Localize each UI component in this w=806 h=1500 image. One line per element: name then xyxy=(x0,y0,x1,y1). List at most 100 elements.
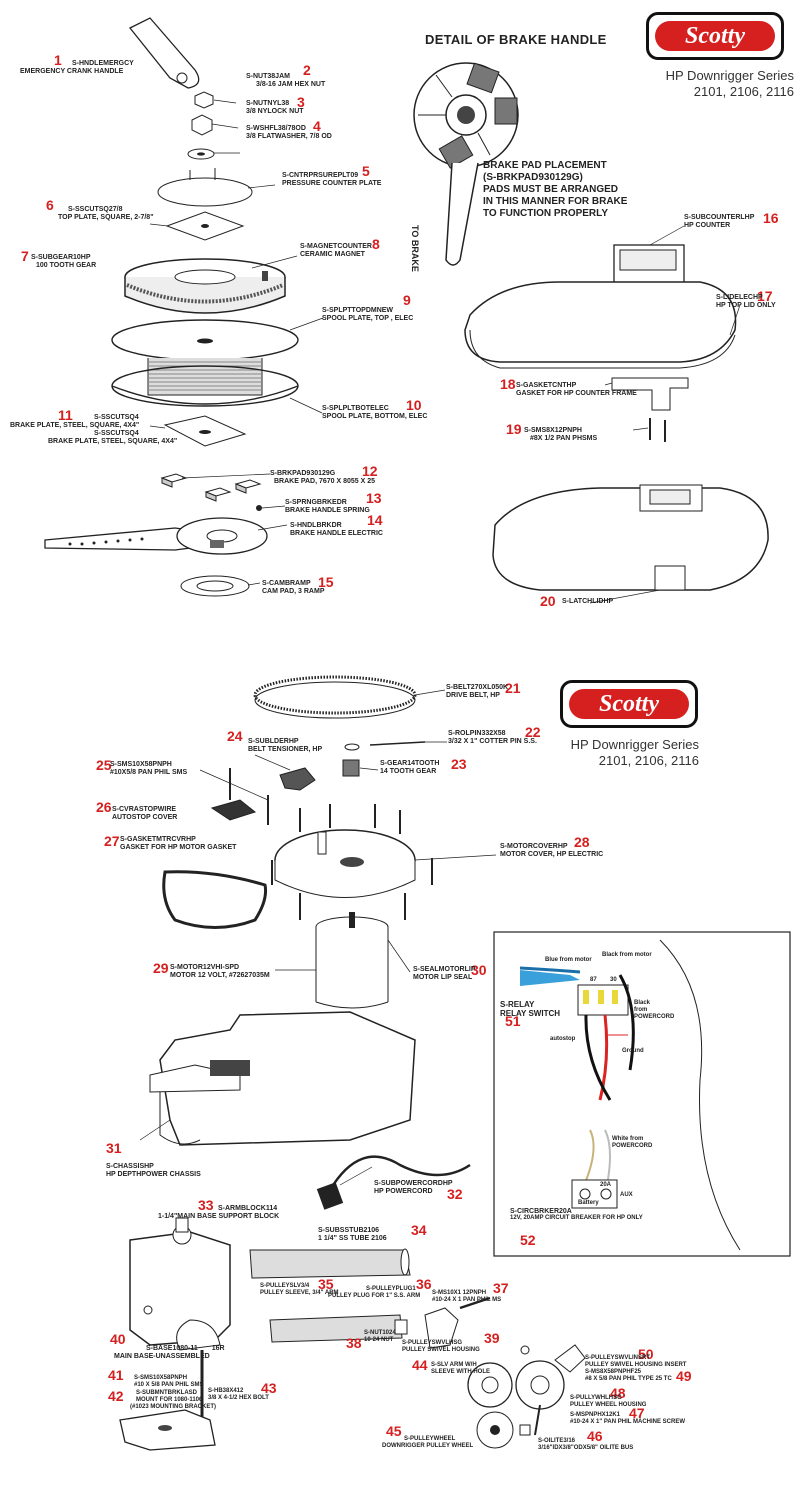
part-desc: HP DEPTHPOWER CHASSIS xyxy=(106,1171,201,1178)
part-label-52: S-CIRCBRKER20A 12V, 20AMP CIRCUIT BREAKE… xyxy=(510,1208,643,1222)
part-code: S-CHASSISHP xyxy=(106,1163,154,1170)
part-desc: 3/8 NYLOCK NUT xyxy=(246,108,304,115)
part-code: S-RELAY xyxy=(500,1000,535,1009)
part-desc: MAIN BASE-UNASSEMBLED xyxy=(114,1353,210,1360)
part-desc: PULLEY PLUG FOR 1" S.S. ARM xyxy=(328,1293,421,1299)
callout-23: 23 xyxy=(451,756,467,772)
part-desc: 100 TOOTH GEAR xyxy=(36,262,97,269)
callout-13: 13 xyxy=(366,490,382,506)
part-code: S-SPLPTTOPDMNEW xyxy=(322,307,394,314)
note-line: IN THIS MANNER FOR BRAKE xyxy=(483,196,628,207)
part-desc: 3/8-16 JAM HEX NUT xyxy=(256,81,326,88)
part-label-47: S-MSPNPHX12K1 #10-24 X 1" PAN PHIL MACHI… xyxy=(570,1412,685,1426)
callout-37: 37 xyxy=(493,1280,509,1296)
part-desc: SPOOL PLATE, TOP , ELEC xyxy=(322,315,414,322)
battery-label: Battery xyxy=(578,1200,599,1206)
part-label-50: S-PULLEYSWVLINSRT PULLEY SWIVEL HOUSING … xyxy=(585,1355,686,1383)
part-code: S-OILITE3/16 xyxy=(538,1438,576,1444)
part-desc: DOWNRIGGER PULLEY WHEEL xyxy=(382,1443,474,1449)
series-title-bottom: HP Downrigger Series 2101, 2106, 2116 xyxy=(571,737,699,769)
part-code: S-HNDLEMERGCY xyxy=(72,60,134,67)
part-code: S-SUBGEAR10HP xyxy=(31,254,91,261)
part-label-45: S-PULLEYWHEEL DOWNRIGGER PULLEY WHEEL xyxy=(382,1436,473,1450)
part-label-42: S-SUBMNTBRKLASD MOUNT FOR 1080-1106 (#10… xyxy=(130,1390,216,1411)
callout-24: 24 xyxy=(227,728,243,744)
callout-44: 44 xyxy=(412,1357,428,1373)
note-line: (S-BRKPAD930129G) xyxy=(483,172,583,183)
part-code: S-SPRNGBRKEDR xyxy=(285,499,347,506)
callout-40: 40 xyxy=(110,1331,126,1347)
part-desc: BRAKE HANDLE SPRING xyxy=(285,507,370,514)
part-desc: 10-24 NUT xyxy=(364,1337,394,1343)
part-desc: SPOOL PLATE, BOTTOM, ELEC xyxy=(322,413,428,420)
part-desc: CAM PAD, 3 RAMP xyxy=(262,588,325,595)
part-code: S-MOTORCOVERHP xyxy=(500,843,568,850)
part-label-38: S-NUT1024 10-24 NUT xyxy=(364,1330,396,1344)
callout-5: 5 xyxy=(362,163,370,179)
part-label-18: S-GASKETCNTHP GASKET FOR HP COUNTER FRAM… xyxy=(516,382,637,398)
black-cord-text: Black from POWERCORD xyxy=(634,1000,675,1020)
callout-49: 49 xyxy=(676,1368,692,1384)
part-code: S-CNTRPRSUREPLT09 xyxy=(282,172,359,179)
part-code: S-ROLPIN332X58 xyxy=(448,730,506,737)
part-desc: EMERGENCY CRANK HANDLE xyxy=(20,68,124,75)
part-label-5: S-CNTRPRSUREPLT09 PRESSURE COUNTER PLATE xyxy=(282,172,381,188)
part-desc: 14 TOOTH GEAR xyxy=(380,768,437,775)
part-label-25: S-SMS10X58PNPH #10X5/8 PAN PHIL SMS xyxy=(110,761,187,777)
part-code: S-SSCUTSQ4 xyxy=(94,414,139,421)
part-code: S-CVRASTOPWIRE xyxy=(112,806,177,813)
callout-31: 31 xyxy=(106,1140,122,1156)
callout-41: 41 xyxy=(108,1367,124,1383)
callout-18: 18 xyxy=(500,376,516,392)
part-label-19: S-SMS8X12PNPH #8X 1/2 PAN PHSMS xyxy=(524,427,597,443)
part-desc: 12V, 20AMP CIRCUIT BREAKER FOR HP ONLY xyxy=(510,1215,643,1221)
wire-white-cord-label: White from POWERCORD xyxy=(612,1136,652,1150)
part-desc: MOTOR LIP SEAL xyxy=(413,974,473,981)
part-desc: PULLEY WHEEL HOUSING xyxy=(570,1402,647,1408)
wire-blue-label: Blue from motor xyxy=(545,957,592,963)
part-desc: 3/32 X 1" COTTER PIN S.S. xyxy=(448,738,537,745)
part-label-6: S-SSCUTSQ27/8 TOP PLATE, SQUARE, 2-7/8" xyxy=(58,206,154,222)
part-code: S-HNDLBRKDR xyxy=(290,522,342,529)
callout-46: 46 xyxy=(587,1428,603,1444)
part-label-43: S-HB38X412 3/8 X 4-1/2 HEX BOLT xyxy=(208,1388,269,1402)
part-desc: BRAKE PLATE, STEEL, SQUARE, 4X4" xyxy=(48,438,178,445)
part-code: S-MOTOR12VHI-SPD xyxy=(170,964,240,971)
part-desc: #8 x 5/8 PAN PHIL TYPE 25 TC xyxy=(585,1376,672,1382)
part-label-8: S-MAGNETCOUNTER CERAMIC MAGNET xyxy=(300,243,372,259)
part-code: S-MAGNETCOUNTER xyxy=(300,243,372,250)
callout-22: 22 xyxy=(525,724,541,740)
part-label-9: S-SPLPTTOPDMNEW SPOOL PLATE, TOP , ELEC xyxy=(322,307,413,323)
part-desc: GASKET FOR HP MOTOR GASKET xyxy=(120,844,237,851)
part-label-34: S-SUBSSTUB2106 1 1/4" SS TUBE 2106 xyxy=(318,1227,387,1243)
callout-7: 7 xyxy=(21,248,29,264)
part-label-35: S-PULLEYSLV3/4 PULLEY SLEEVE, 3/4" ARM xyxy=(260,1283,339,1297)
part-code: S-PULLEYSWVLINSRT xyxy=(585,1355,651,1361)
part-label-44: S-SLV ARM W/H SLEEVE WITH HOLE xyxy=(431,1362,490,1376)
part-label-22: S-ROLPIN332X58 3/32 X 1" COTTER PIN S.S. xyxy=(448,730,537,746)
callout-19: 19 xyxy=(506,421,522,437)
pin-87-label: 87 xyxy=(590,977,597,983)
part-code: S-SUBCOUNTERLHP xyxy=(684,214,755,221)
part-code: S-NUT1024 xyxy=(364,1330,396,1336)
callout-8: 8 xyxy=(372,236,380,252)
part-label-10: S-SPLPLTBOTELEC SPOOL PLATE, BOTTOM, ELE… xyxy=(322,405,427,421)
series-name: HP Downrigger Series xyxy=(665,68,794,83)
note-line: TO FUNCTION PROPERLY xyxy=(483,208,609,219)
part-code: S-HB38X412 xyxy=(208,1388,244,1394)
part-desc: 3/8 FLATWASHER, 7/8 OD xyxy=(246,133,332,140)
callout-29: 29 xyxy=(153,960,169,976)
part-code: S-ARMBLOCK114 xyxy=(218,1205,278,1212)
part-code-row: S-BASE1080-11 16R xyxy=(114,1345,225,1353)
part-code: S-NUT38JAM xyxy=(246,73,290,80)
part-label-3: S-NUTNYL38 3/8 NYLOCK NUT xyxy=(246,100,304,116)
callout-6: 6 xyxy=(46,197,54,213)
part-code: S-SLV ARM W/H xyxy=(431,1362,477,1368)
note-line: PADS MUST BE ARRANGED xyxy=(483,184,619,195)
callout-16: 16 xyxy=(763,210,779,226)
callout-51: 51 xyxy=(505,1013,521,1029)
part-desc: PRESSURE COUNTER PLATE xyxy=(282,180,382,187)
part-desc: GASKET FOR HP COUNTER FRAME xyxy=(516,390,637,397)
callout-34: 34 xyxy=(411,1222,427,1238)
callout-1: 1 xyxy=(54,52,62,68)
